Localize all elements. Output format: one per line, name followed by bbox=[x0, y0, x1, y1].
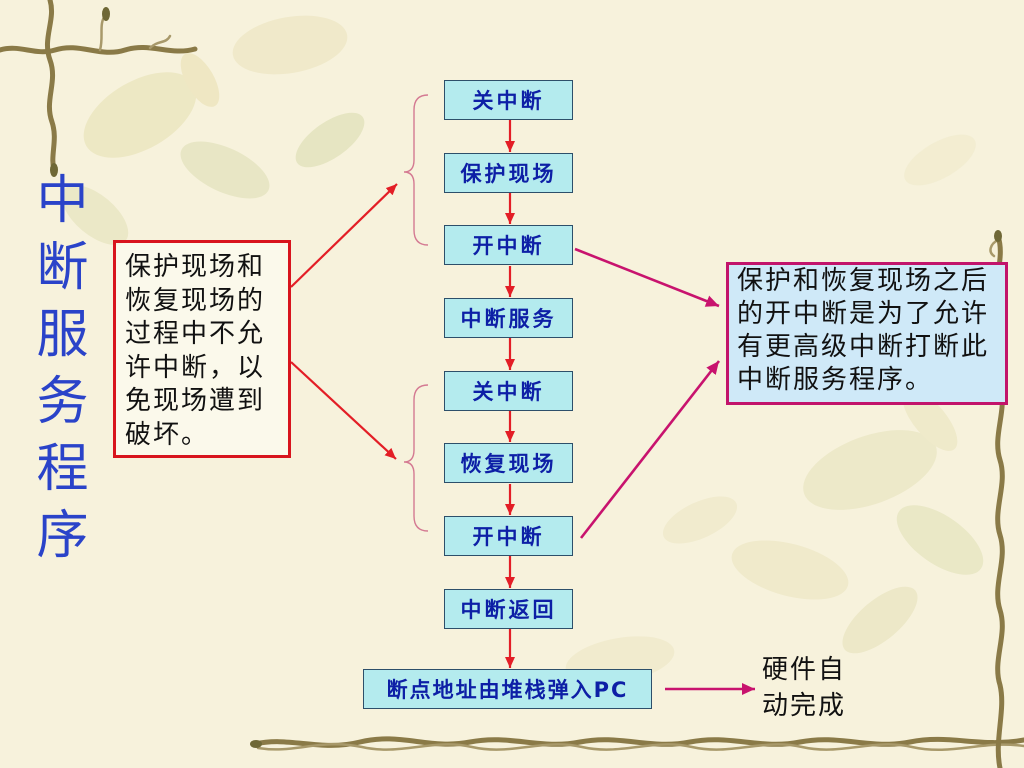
flow-step-label: 断点地址由堆栈弹入PC bbox=[386, 678, 629, 702]
flow-step-restore-context: 恢复现场 bbox=[444, 443, 573, 483]
flow-step-interrupt-return: 中断返回 bbox=[444, 589, 573, 629]
right-note-line: 的开中断是为了允许 bbox=[737, 299, 990, 329]
flow-step-save-context: 保护现场 bbox=[444, 153, 573, 193]
flow-step-label: 开中断 bbox=[472, 525, 545, 549]
faded-leaves-right bbox=[565, 134, 984, 684]
flow-step-pop-breakpoint-to-pc: 断点地址由堆栈弹入PC bbox=[363, 669, 652, 709]
left-note-line: 免现场遭到 bbox=[125, 386, 266, 417]
flow-step-enable-interrupt-2: 开中断 bbox=[444, 516, 573, 556]
faded-leaves-top-left bbox=[61, 15, 365, 245]
flow-step-label: 关中断 bbox=[472, 380, 545, 404]
flow-step-disable-interrupt-1: 关中断 bbox=[444, 80, 573, 120]
right-note-line: 保护和恢复现场之后 bbox=[737, 266, 990, 296]
right-note-line: 中断服务程序。 bbox=[737, 365, 934, 395]
flow-step-disable-interrupt-2: 关中断 bbox=[444, 371, 573, 411]
flow-step-label: 中断返回 bbox=[460, 598, 557, 622]
flow-step-label: 保护现场 bbox=[460, 162, 557, 186]
flow-step-label: 开中断 bbox=[472, 234, 545, 258]
hardware-note-line: 动完成 bbox=[762, 691, 847, 721]
flow-step-label: 中断服务 bbox=[460, 307, 557, 331]
flow-step-enable-interrupt-1: 开中断 bbox=[444, 225, 573, 265]
right-note-box: 保护和恢复现场之后 的开中断是为了允许 有更高级中断打断此 中断服务程序。 bbox=[726, 262, 1008, 405]
slide-title: 中断服务程序 bbox=[27, 172, 87, 574]
right-note-line: 有更高级中断打断此 bbox=[737, 332, 990, 362]
left-note-line: 保护现场和 bbox=[125, 252, 266, 282]
left-note-line: 许中断，以 bbox=[125, 352, 266, 383]
left-note-line: 破坏。 bbox=[125, 419, 210, 450]
flow-step-interrupt-service: 中断服务 bbox=[444, 298, 573, 338]
left-note-box: 保护现场和 恢复现场的 过程中不允 许中断，以 免现场遭到 破坏。 bbox=[113, 240, 291, 458]
flow-step-label: 恢复现场 bbox=[460, 452, 557, 476]
flow-step-label: 关中断 bbox=[472, 89, 545, 113]
left-note-line: 过程中不允 bbox=[125, 319, 266, 350]
hardware-note: 硬件自 动完成 bbox=[762, 652, 846, 724]
left-note-line: 恢复现场的 bbox=[125, 285, 266, 316]
hardware-note-line: 硬件自 bbox=[762, 655, 847, 685]
